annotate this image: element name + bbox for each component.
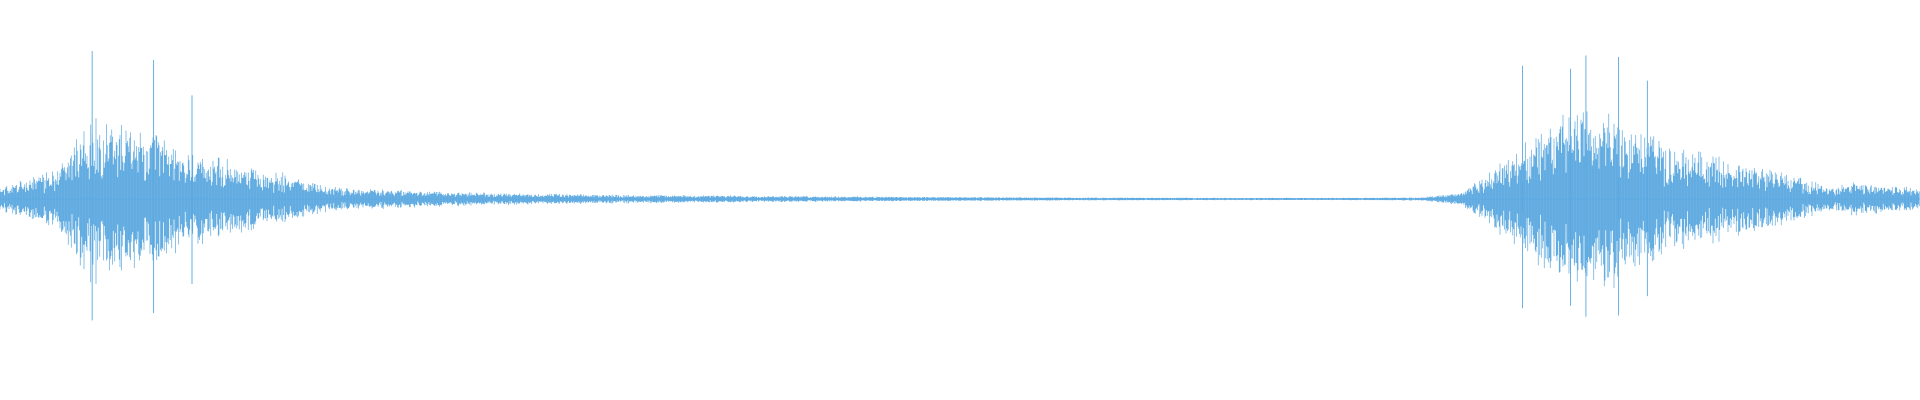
waveform-samples (0, 111, 1920, 288)
waveform-lines (0, 51, 1920, 321)
